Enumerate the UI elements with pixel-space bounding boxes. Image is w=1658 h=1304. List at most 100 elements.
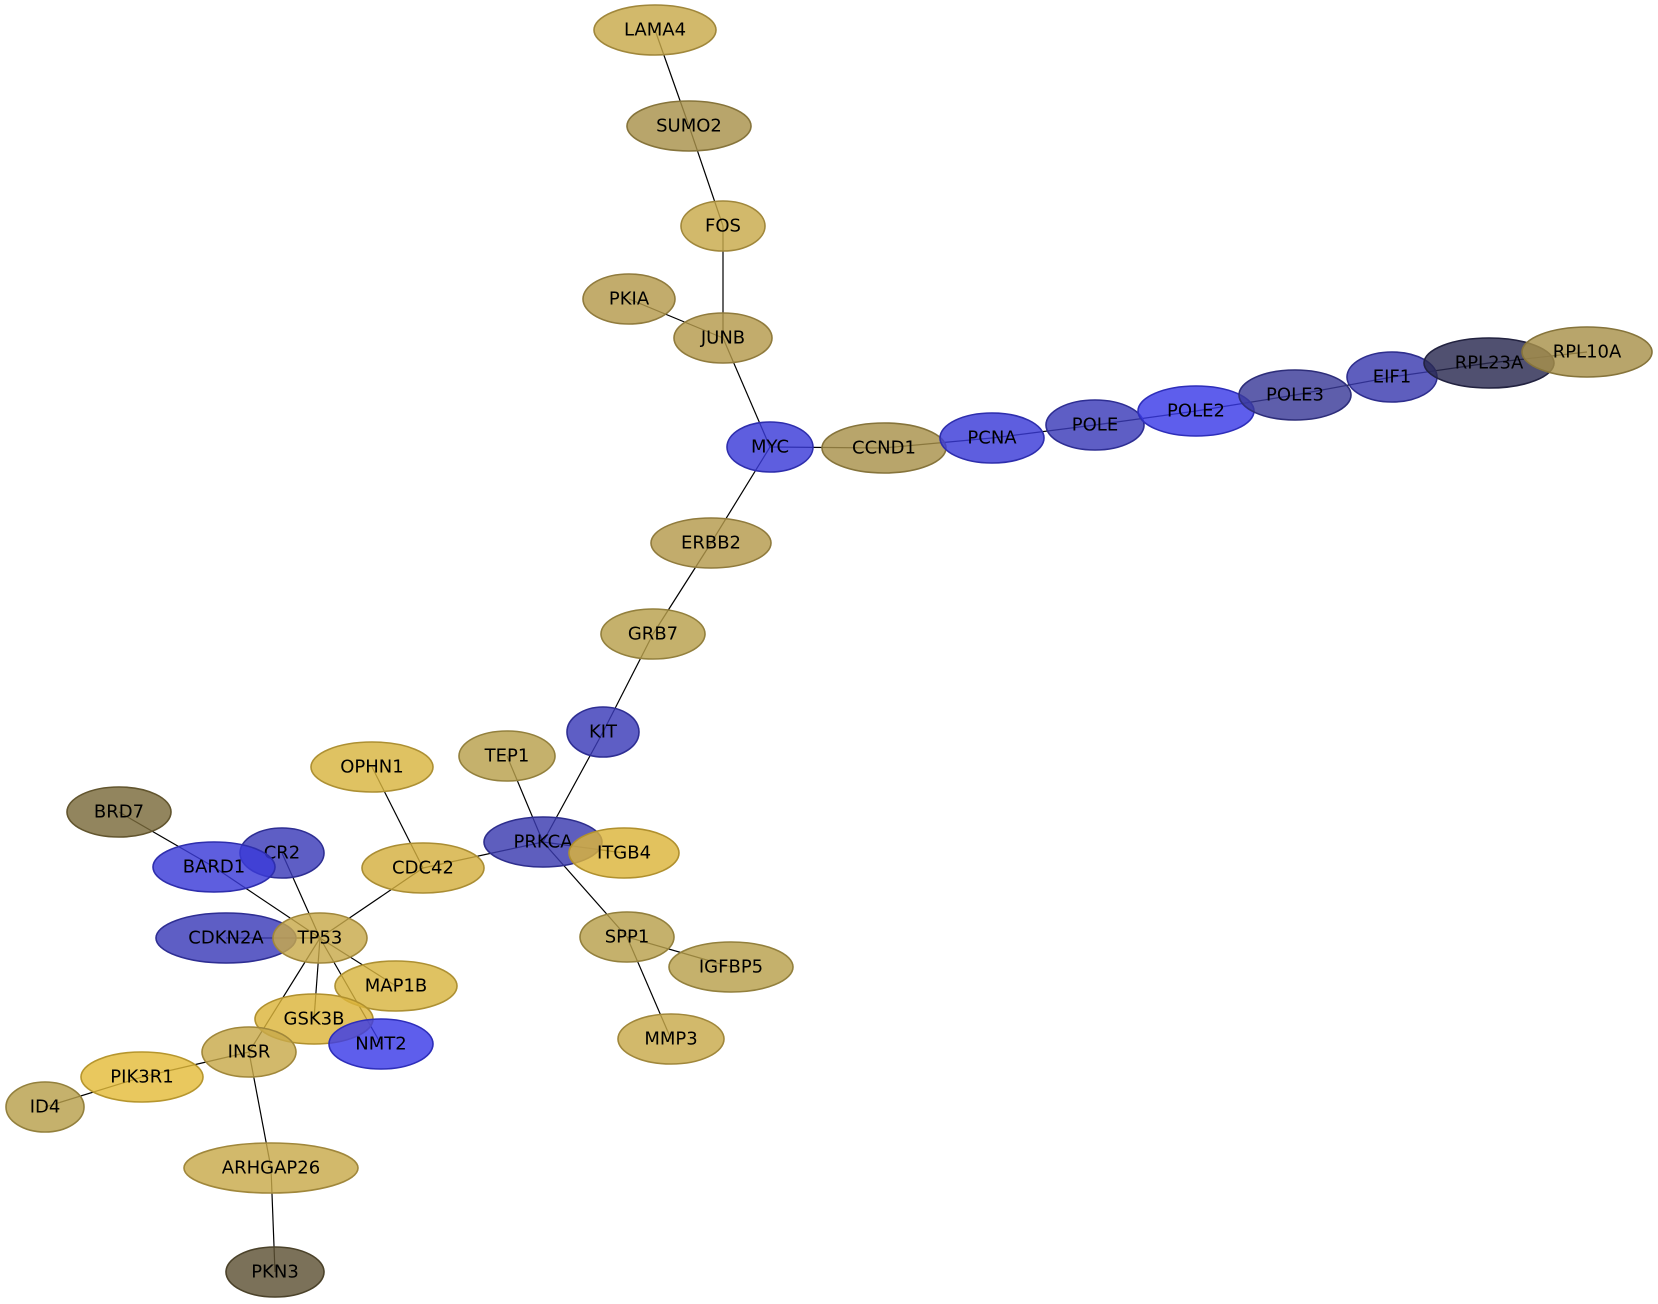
node-ellipse	[1521, 326, 1653, 378]
node-sumo2[interactable]: SUMO2	[626, 100, 752, 152]
node-igfbp5[interactable]: IGFBP5	[668, 941, 794, 993]
node-label: GSK3B	[284, 1009, 345, 1030]
node-id4[interactable]: ID4	[5, 1081, 85, 1133]
node-grb7[interactable]: GRB7	[600, 608, 706, 660]
node-label: BRD7	[94, 802, 144, 823]
node-tep1[interactable]: TEP1	[458, 730, 556, 782]
node-ellipse	[566, 706, 640, 758]
node-label: POLE2	[1167, 401, 1225, 422]
node-ccnd1[interactable]: CCND1	[821, 422, 947, 474]
node-ellipse	[617, 1013, 725, 1065]
node-tp53[interactable]: TP53	[272, 912, 368, 964]
node-label: MYC	[751, 437, 789, 458]
node-label: KIT	[589, 722, 618, 743]
node-ellipse	[600, 608, 706, 660]
node-ellipse	[579, 911, 675, 963]
node-ellipse	[5, 1081, 85, 1133]
node-label: ITGB4	[597, 843, 651, 864]
node-ellipse	[680, 200, 766, 252]
node-ellipse	[225, 1246, 325, 1298]
node-erbb2[interactable]: ERBB2	[650, 517, 772, 569]
node-label: SUMO2	[656, 116, 722, 137]
node-ellipse	[328, 1018, 434, 1070]
node-fos[interactable]: FOS	[680, 200, 766, 252]
node-ellipse	[183, 1142, 359, 1194]
node-itgb4[interactable]: ITGB4	[568, 827, 680, 879]
node-ellipse	[668, 941, 794, 993]
node-ellipse	[66, 786, 172, 838]
node-ellipse	[272, 912, 368, 964]
node-ellipse	[582, 273, 676, 325]
node-label: CCND1	[852, 438, 916, 459]
node-ellipse	[593, 4, 717, 56]
node-label: CDC42	[392, 858, 454, 879]
node-pkia[interactable]: PKIA	[582, 273, 676, 325]
node-label: TEP1	[484, 746, 530, 767]
node-pcna[interactable]: PCNA	[939, 412, 1045, 464]
node-label: FOS	[705, 216, 741, 237]
node-label: MMP3	[644, 1029, 697, 1050]
node-pik3r1[interactable]: PIK3R1	[80, 1051, 204, 1103]
node-pkn3[interactable]: PKN3	[225, 1246, 325, 1298]
node-ophn1[interactable]: OPHN1	[310, 741, 434, 793]
node-label: INSR	[228, 1042, 271, 1063]
node-label: PRKCA	[513, 832, 573, 853]
node-label: PCNA	[967, 428, 1017, 449]
node-ellipse	[334, 960, 458, 1012]
node-pole3[interactable]: POLE3	[1238, 369, 1352, 421]
node-ellipse	[726, 421, 814, 473]
node-ellipse	[650, 517, 772, 569]
node-bard1[interactable]: BARD1	[152, 841, 276, 893]
node-ellipse	[361, 842, 485, 894]
node-ellipse	[310, 741, 434, 793]
node-label: ARHGAP26	[222, 1158, 320, 1179]
node-ellipse	[1045, 399, 1145, 451]
node-pole2[interactable]: POLE2	[1137, 385, 1255, 437]
node-eif1[interactable]: EIF1	[1346, 351, 1438, 403]
node-label: LAMA4	[624, 20, 686, 41]
node-label: ID4	[30, 1097, 61, 1118]
node-label: POLE	[1072, 415, 1118, 436]
node-label: NMT2	[355, 1034, 406, 1055]
node-label: PIK3R1	[110, 1067, 173, 1088]
node-ellipse	[939, 412, 1045, 464]
node-label: EIF1	[1373, 367, 1412, 388]
node-ellipse	[458, 730, 556, 782]
node-junb[interactable]: JUNB	[673, 312, 773, 364]
node-label: CR2	[264, 843, 301, 864]
node-pole[interactable]: POLE	[1045, 399, 1145, 451]
node-label: IGFBP5	[699, 957, 763, 978]
node-map1b[interactable]: MAP1B	[334, 960, 458, 1012]
node-ellipse	[568, 827, 680, 879]
node-nmt2[interactable]: NMT2	[328, 1018, 434, 1070]
node-lama4[interactable]: LAMA4	[593, 4, 717, 56]
node-label: PKN3	[251, 1262, 299, 1283]
node-label: ERBB2	[681, 533, 741, 554]
node-ellipse	[80, 1051, 204, 1103]
node-ellipse	[201, 1026, 297, 1078]
node-label: CDKN2A	[188, 928, 264, 949]
node-ellipse	[673, 312, 773, 364]
node-label: POLE3	[1266, 385, 1324, 406]
node-rpl10a[interactable]: RPL10A	[1521, 326, 1653, 378]
node-cdc42[interactable]: CDC42	[361, 842, 485, 894]
node-brd7[interactable]: BRD7	[66, 786, 172, 838]
node-mmp3[interactable]: MMP3	[617, 1013, 725, 1065]
node-label: TP53	[297, 928, 343, 949]
node-spp1[interactable]: SPP1	[579, 911, 675, 963]
node-label: OPHN1	[340, 757, 403, 778]
node-kit[interactable]: KIT	[566, 706, 640, 758]
node-label: GRB7	[628, 624, 678, 645]
node-ellipse	[152, 841, 276, 893]
node-label: RPL23A	[1455, 353, 1524, 374]
node-label: SPP1	[605, 927, 650, 948]
node-ellipse	[626, 100, 752, 152]
node-cdkn2a[interactable]: CDKN2A	[155, 912, 297, 964]
node-myc[interactable]: MYC	[726, 421, 814, 473]
node-insr[interactable]: INSR	[201, 1026, 297, 1078]
edge-layer	[44, 29, 1588, 1273]
node-ellipse	[1238, 369, 1352, 421]
node-arhgap26[interactable]: ARHGAP26	[183, 1142, 359, 1194]
